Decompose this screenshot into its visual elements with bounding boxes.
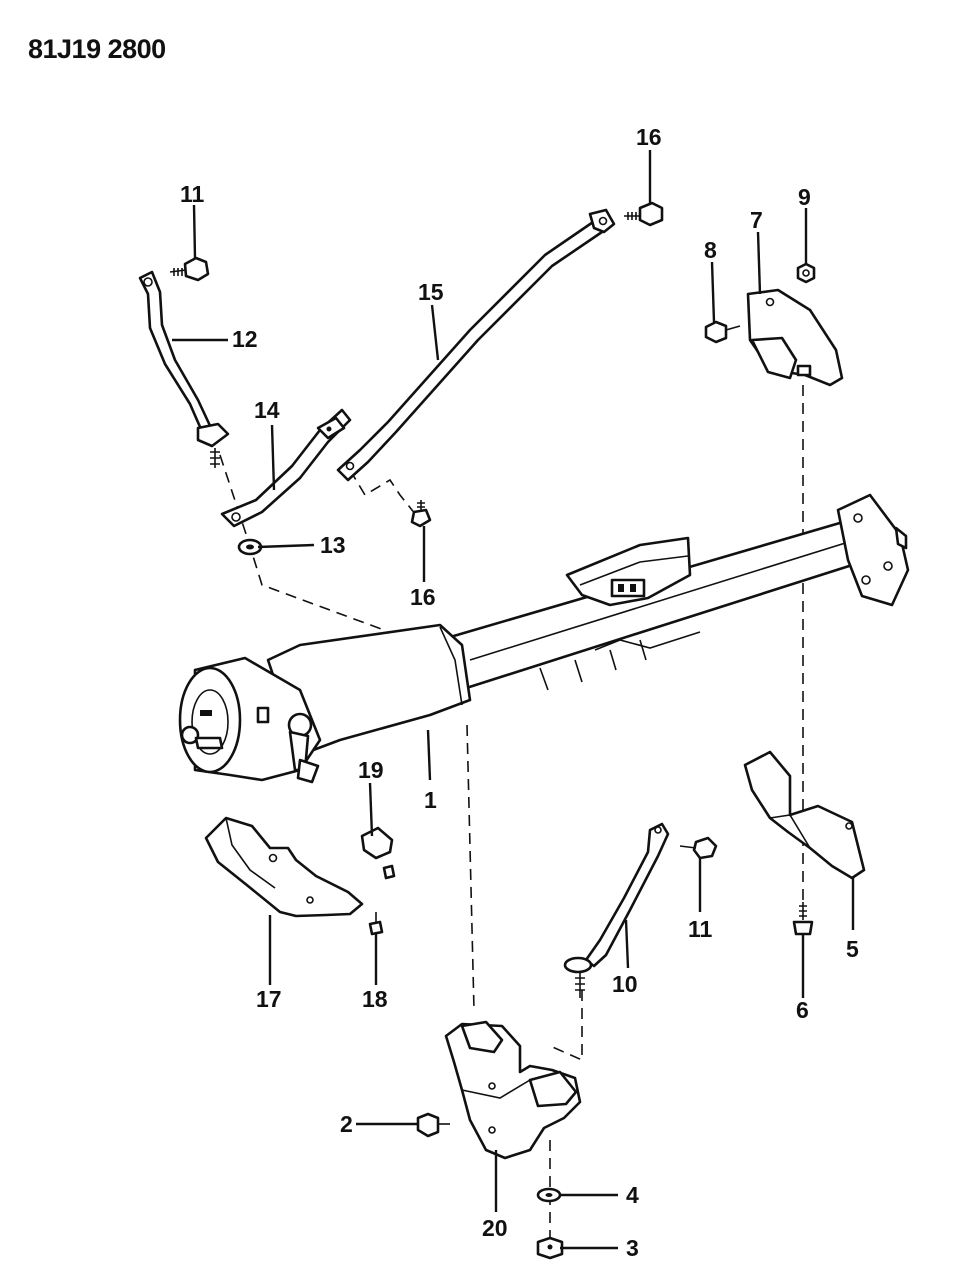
callout-6: 6 [796, 997, 809, 1023]
callout-11-top: 11 [180, 181, 205, 207]
callout-4: 4 [626, 1182, 639, 1208]
bracket-20 [444, 1020, 582, 1160]
callouts: 1 2 3 4 5 6 7 8 9 10 11 11 12 13 14 15 1… [180, 124, 859, 1261]
callout-7: 7 [750, 207, 763, 233]
callout-8: 8 [704, 237, 717, 263]
nut-13 [237, 538, 263, 556]
clip-19 [360, 826, 396, 880]
callout-14: 14 [254, 397, 280, 423]
alignment-lines [219, 385, 804, 1240]
bolt-11-lower [679, 836, 718, 860]
nut-3 [536, 1236, 564, 1260]
leader-lines [172, 150, 855, 1250]
callout-2: 2 [340, 1111, 353, 1137]
lower-shroud-17 [204, 816, 364, 918]
washer-4 [536, 1187, 562, 1203]
callout-13: 13 [320, 532, 346, 558]
bracket-7 [746, 288, 844, 387]
callout-5: 5 [846, 936, 859, 962]
screw-18 [368, 912, 384, 936]
bolt-2 [416, 1112, 450, 1138]
strut-10 [563, 822, 670, 998]
bolt-11-top [169, 256, 210, 282]
callout-15: 15 [418, 279, 444, 305]
callout-1: 1 [424, 787, 437, 813]
steering-column [178, 493, 910, 784]
callout-10: 10 [612, 971, 638, 997]
nut-9 [796, 262, 816, 284]
callout-16-top: 16 [636, 124, 662, 150]
callout-19: 19 [358, 757, 384, 783]
support-strap-12 [138, 270, 230, 468]
bolt-16-lower [410, 500, 432, 528]
callout-9: 9 [798, 184, 811, 210]
brace-14 [220, 408, 352, 528]
callout-16-lower: 16 [410, 584, 436, 610]
callout-12: 12 [232, 326, 258, 352]
bracket-5 [743, 750, 866, 880]
bolt-6 [792, 902, 814, 936]
brace-15 [336, 208, 616, 482]
callout-18: 18 [362, 986, 388, 1012]
callout-20: 20 [482, 1215, 508, 1241]
callout-3: 3 [626, 1235, 639, 1261]
callout-11-lower: 11 [688, 916, 713, 942]
bolt-8 [704, 320, 741, 344]
bolt-16-top [624, 201, 664, 227]
callout-17: 17 [256, 986, 282, 1012]
diagram-code: 81J19 2800 [28, 34, 166, 64]
